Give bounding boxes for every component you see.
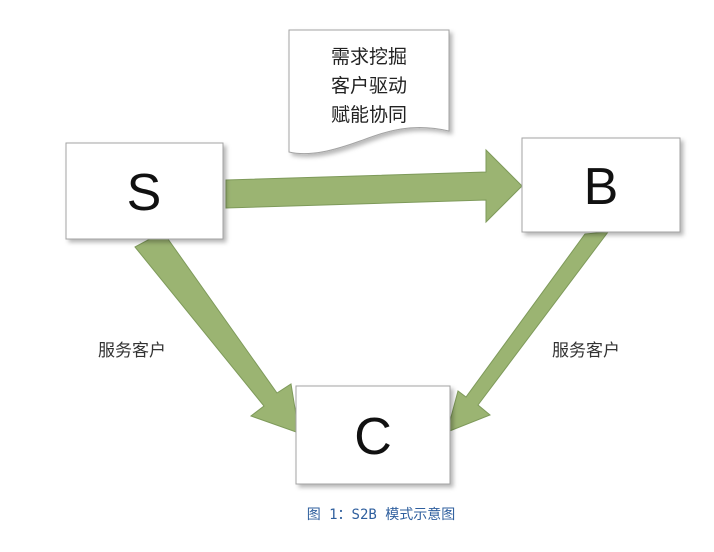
note-line-2: 客户驱动 [331,75,407,97]
node-b-label: B [584,158,619,216]
arrow-s-to-c [134,231,300,434]
edge-label-s-to-c: 服务客户 [98,341,166,361]
figure-caption: 图 1：S2B 模式示意图 [307,506,456,523]
note-document [288,29,450,155]
note-line-1: 需求挖掘 [331,46,407,68]
arrow-b-to-c [446,231,610,433]
node-c-label: C [354,408,392,466]
node-s-label: S [127,164,162,222]
edge-label-b-to-c: 服务客户 [552,341,620,361]
node-b: B [521,137,681,233]
node-c: C [295,385,451,485]
arrow-s-to-b [225,148,523,224]
note-line-3: 赋能协同 [331,104,407,126]
node-s: S [65,142,224,240]
